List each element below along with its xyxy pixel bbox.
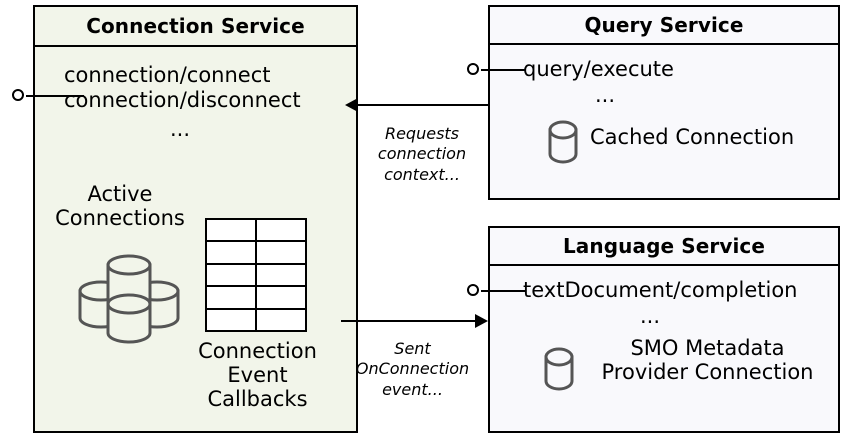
- table-cell: [205, 262, 257, 288]
- table-cell: [255, 217, 307, 243]
- smo-metadata-provider-connection-label: SMO Metadata Provider Connection: [601, 336, 814, 385]
- language-service-title: Language Service: [490, 228, 838, 266]
- table-cell: [205, 285, 257, 310]
- connection-event-callbacks-label: Connection Event Callbacks: [198, 339, 317, 412]
- database-cylinder-icon-provider-connection: [542, 346, 576, 396]
- component-language-service[interactable]: Language Service textDocument/completion…: [488, 226, 840, 433]
- table-cell: [255, 307, 307, 333]
- active-connections-label: Active Connections: [55, 182, 185, 231]
- lollipop-provided-interface-icon-query-service[interactable]: [467, 62, 525, 78]
- table-cell: [255, 262, 307, 288]
- table-cell: [255, 240, 307, 265]
- lollipop-ball: [467, 63, 479, 75]
- language-service-operations-ellipsis: ...: [639, 304, 661, 328]
- lollipop-stem: [481, 69, 525, 71]
- lollipop-stem: [481, 290, 525, 292]
- table-cell: [205, 240, 257, 265]
- database-cylinder-icon-cached-connection: [546, 119, 580, 169]
- table-row: [205, 262, 307, 288]
- connection-service-operations: connection/connect connection/disconnect: [64, 63, 301, 112]
- arrow-query-to-connection-line: [357, 104, 488, 106]
- arrow-connection-to-language-head-icon: [475, 314, 488, 328]
- connection-service-title: Connection Service: [35, 7, 356, 47]
- arrow-connection-to-language-line: [341, 320, 476, 322]
- connection-service-operations-ellipsis: ...: [169, 117, 191, 141]
- query-service-body: query/execute ... Cached Connection: [490, 45, 838, 198]
- query-service-title: Query Service: [490, 7, 838, 45]
- cached-connection-label: Cached Connection: [590, 125, 795, 149]
- table-cell: [255, 285, 307, 310]
- table-row: [205, 307, 307, 333]
- table-row: [205, 285, 307, 310]
- arrow-query-to-connection-head-icon: [345, 98, 358, 112]
- component-query-service[interactable]: Query Service query/execute ... Cached C…: [488, 5, 840, 200]
- language-service-operations: textDocument/completion: [523, 278, 798, 302]
- table-row: [205, 240, 307, 265]
- lollipop-provided-interface-icon-connection-service[interactable]: [12, 88, 84, 104]
- table-cell: [205, 217, 257, 243]
- connection-service-body: connection/connect connection/disconnect…: [35, 47, 356, 431]
- lollipop-ball: [12, 89, 24, 101]
- lollipop-ball: [467, 284, 479, 296]
- lollipop-provided-interface-icon-language-service[interactable]: [467, 283, 525, 299]
- arrow-label-requests-connection-context: Requests connection context...: [377, 124, 467, 184]
- language-service-body: textDocument/completion ... SMO Metadata…: [490, 266, 838, 431]
- query-service-operations: query/execute: [523, 57, 674, 81]
- table-row: [205, 217, 307, 243]
- component-connection-service[interactable]: Connection Service connection/connect co…: [33, 5, 358, 433]
- table-cell: [205, 307, 257, 333]
- lollipop-stem: [26, 95, 84, 97]
- connection-event-callbacks-grid: [205, 217, 307, 333]
- database-cylinder-stack-icon: [75, 252, 183, 351]
- arrow-label-sent-onconnection-event: Sent OnConnection event...: [355, 339, 470, 399]
- query-service-operations-ellipsis: ...: [594, 83, 616, 107]
